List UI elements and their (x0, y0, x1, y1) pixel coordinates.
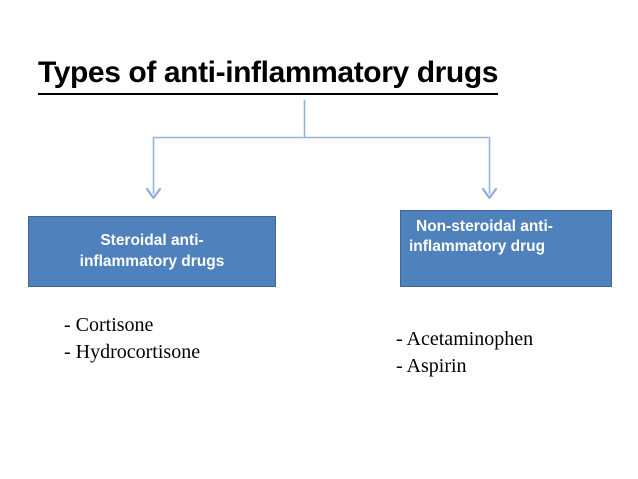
list-item: - Acetaminophen (396, 328, 534, 350)
drug-list-nonsteroidal: - Acetaminophen - Aspirin (396, 326, 533, 379)
list-item: - Aspirin (396, 354, 467, 377)
category-box-nonsteroidal[interactable]: Non-steroidal anti- inflammatory drug (400, 210, 612, 287)
category-box-steroidal-line-2: inflammatory drugs (79, 252, 225, 270)
list-item: - Hydrocortisone (64, 340, 201, 363)
category-box-steroidal-line-1: Steroidal anti- (100, 232, 204, 250)
arrow-down-icon-right (481, 187, 498, 200)
page-title: Types of anti-inflammatory drugs (38, 56, 498, 95)
list-item: - Cortisone (64, 314, 154, 336)
drug-list-steroidal: - Cortisone - Hydrocortisone (64, 312, 200, 365)
category-box-nonsteroidal-line-1: Non-steroidal anti- (416, 218, 553, 235)
category-box-nonsteroidal-line-2: inflammatory drug (409, 238, 546, 256)
category-box-steroidal[interactable]: Steroidal anti- inflammatory drugs (28, 216, 276, 287)
arrow-down-icon-left (145, 187, 162, 200)
